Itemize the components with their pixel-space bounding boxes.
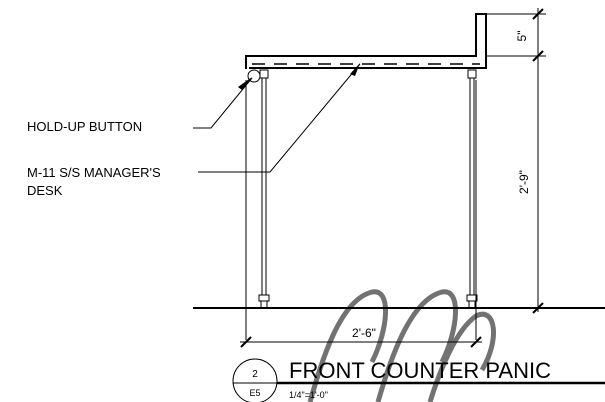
label-desk-line2: DESK <box>27 183 63 198</box>
hatched-watermark <box>307 289 496 402</box>
desk-top <box>245 13 487 69</box>
label-hold-up-button: HOLD-UP BUTTON <box>27 119 142 134</box>
drawing-scale: 1/4"=1'-0" <box>289 390 328 400</box>
drawing-title: FRONT COUNTER PANIC <box>289 358 551 383</box>
title-block: 2 E5 FRONT COUNTER PANIC 1/4"=1'-0" <box>232 358 605 402</box>
leader-hold-up-button <box>193 77 253 129</box>
dimension-width: 2'-6" <box>352 326 376 340</box>
label-desk-line1: M-11 S/S MANAGER'S <box>27 165 161 180</box>
sheet-number: E5 <box>249 388 260 398</box>
leader-desk <box>198 63 361 173</box>
dimension-top-height: 5" <box>515 31 529 42</box>
vertical-dimension <box>486 8 546 314</box>
detail-bubble <box>232 358 278 402</box>
detail-number: 2 <box>252 369 258 380</box>
horizontal-dimension <box>240 336 482 348</box>
leg-right <box>466 69 478 308</box>
dimension-height: 2'-9" <box>517 170 531 194</box>
leg-left <box>258 69 270 308</box>
